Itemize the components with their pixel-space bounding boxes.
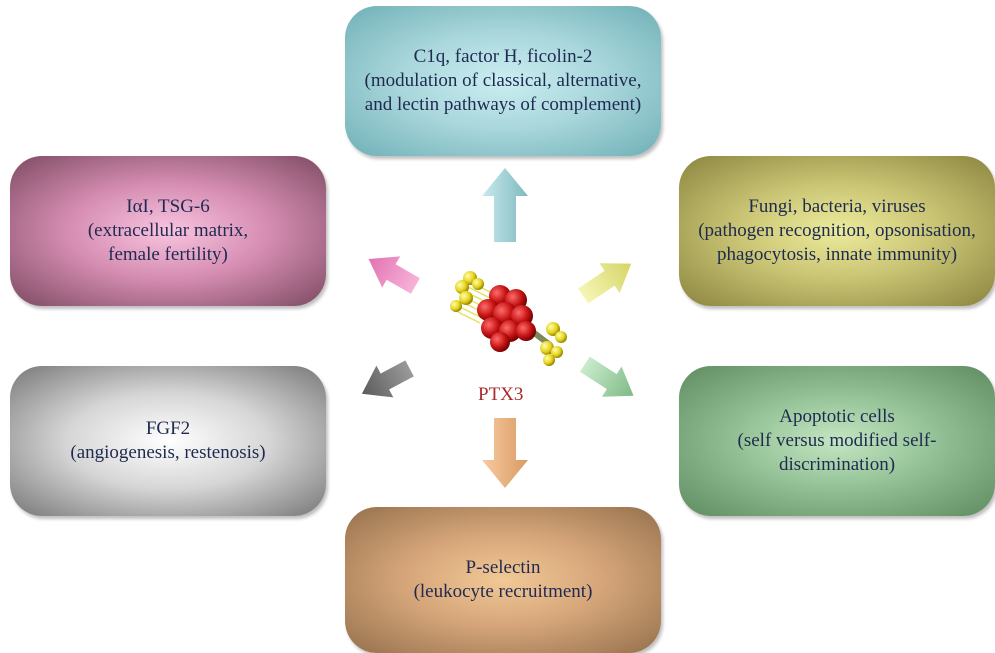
arrow-up-left	[368, 256, 420, 294]
box-extracellular-matrix: IαI, TSG-6 (extracellular matrix, female…	[10, 156, 326, 306]
box-p-selectin-line-1: P-selectin	[465, 556, 541, 578]
box-apoptotic-cells-line-2: (self versus modified self-	[737, 429, 937, 451]
box-apoptotic-cells: Apoptotic cells (self versus modified se…	[679, 366, 995, 516]
box-complement-line-3: and lectin pathways of complement)	[364, 94, 642, 116]
arrow-up	[482, 168, 528, 242]
box-apoptotic-cells-line-3: discrimination)	[778, 454, 896, 476]
box-fgf2: FGF2 (angiogenesis, restenosis)	[10, 366, 326, 516]
box-extracellular-matrix-line-3: female fertility)	[108, 244, 228, 266]
box-p-selectin-line-2: (leukocyte recruitment)	[413, 581, 593, 602]
ptx3-molecule-image	[450, 271, 567, 366]
box-complement: C1q, factor H, ficolin-2 (modulation of …	[345, 6, 661, 156]
arrow-down-right	[580, 356, 634, 397]
arrow-down-left	[361, 360, 414, 398]
box-pathogen-recognition-line-1: Fungi, bacteria, viruses	[748, 195, 926, 217]
arrow-down	[482, 418, 528, 488]
arrow-up-right	[578, 263, 632, 304]
box-fgf2-line-1: FGF2	[145, 417, 191, 439]
box-extracellular-matrix-line-2: (extracellular matrix,	[87, 219, 249, 241]
box-pathogen-recognition-line-3: phagocytosis, innate immunity)	[716, 244, 958, 266]
box-p-selectin: P-selectin (leukocyte recruitment)	[345, 507, 661, 653]
box-fgf2-line-2: (angiogenesis, restenosis)	[70, 442, 266, 463]
box-apoptotic-cells-line-1: Apoptotic cells	[779, 405, 895, 427]
box-pathogen-recognition: Fungi, bacteria, viruses (pathogen recog…	[679, 156, 995, 306]
box-pathogen-recognition-line-2: (pathogen recognition, opsonisation,	[698, 219, 976, 241]
ptx3-label: PTX3	[478, 384, 524, 405]
box-complement-line-1: C1q, factor H, ficolin-2	[413, 45, 593, 67]
box-extracellular-matrix-line-1: IαI, TSG-6	[126, 195, 210, 217]
box-complement-line-2: (modulation of classical, alternative,	[364, 69, 642, 91]
